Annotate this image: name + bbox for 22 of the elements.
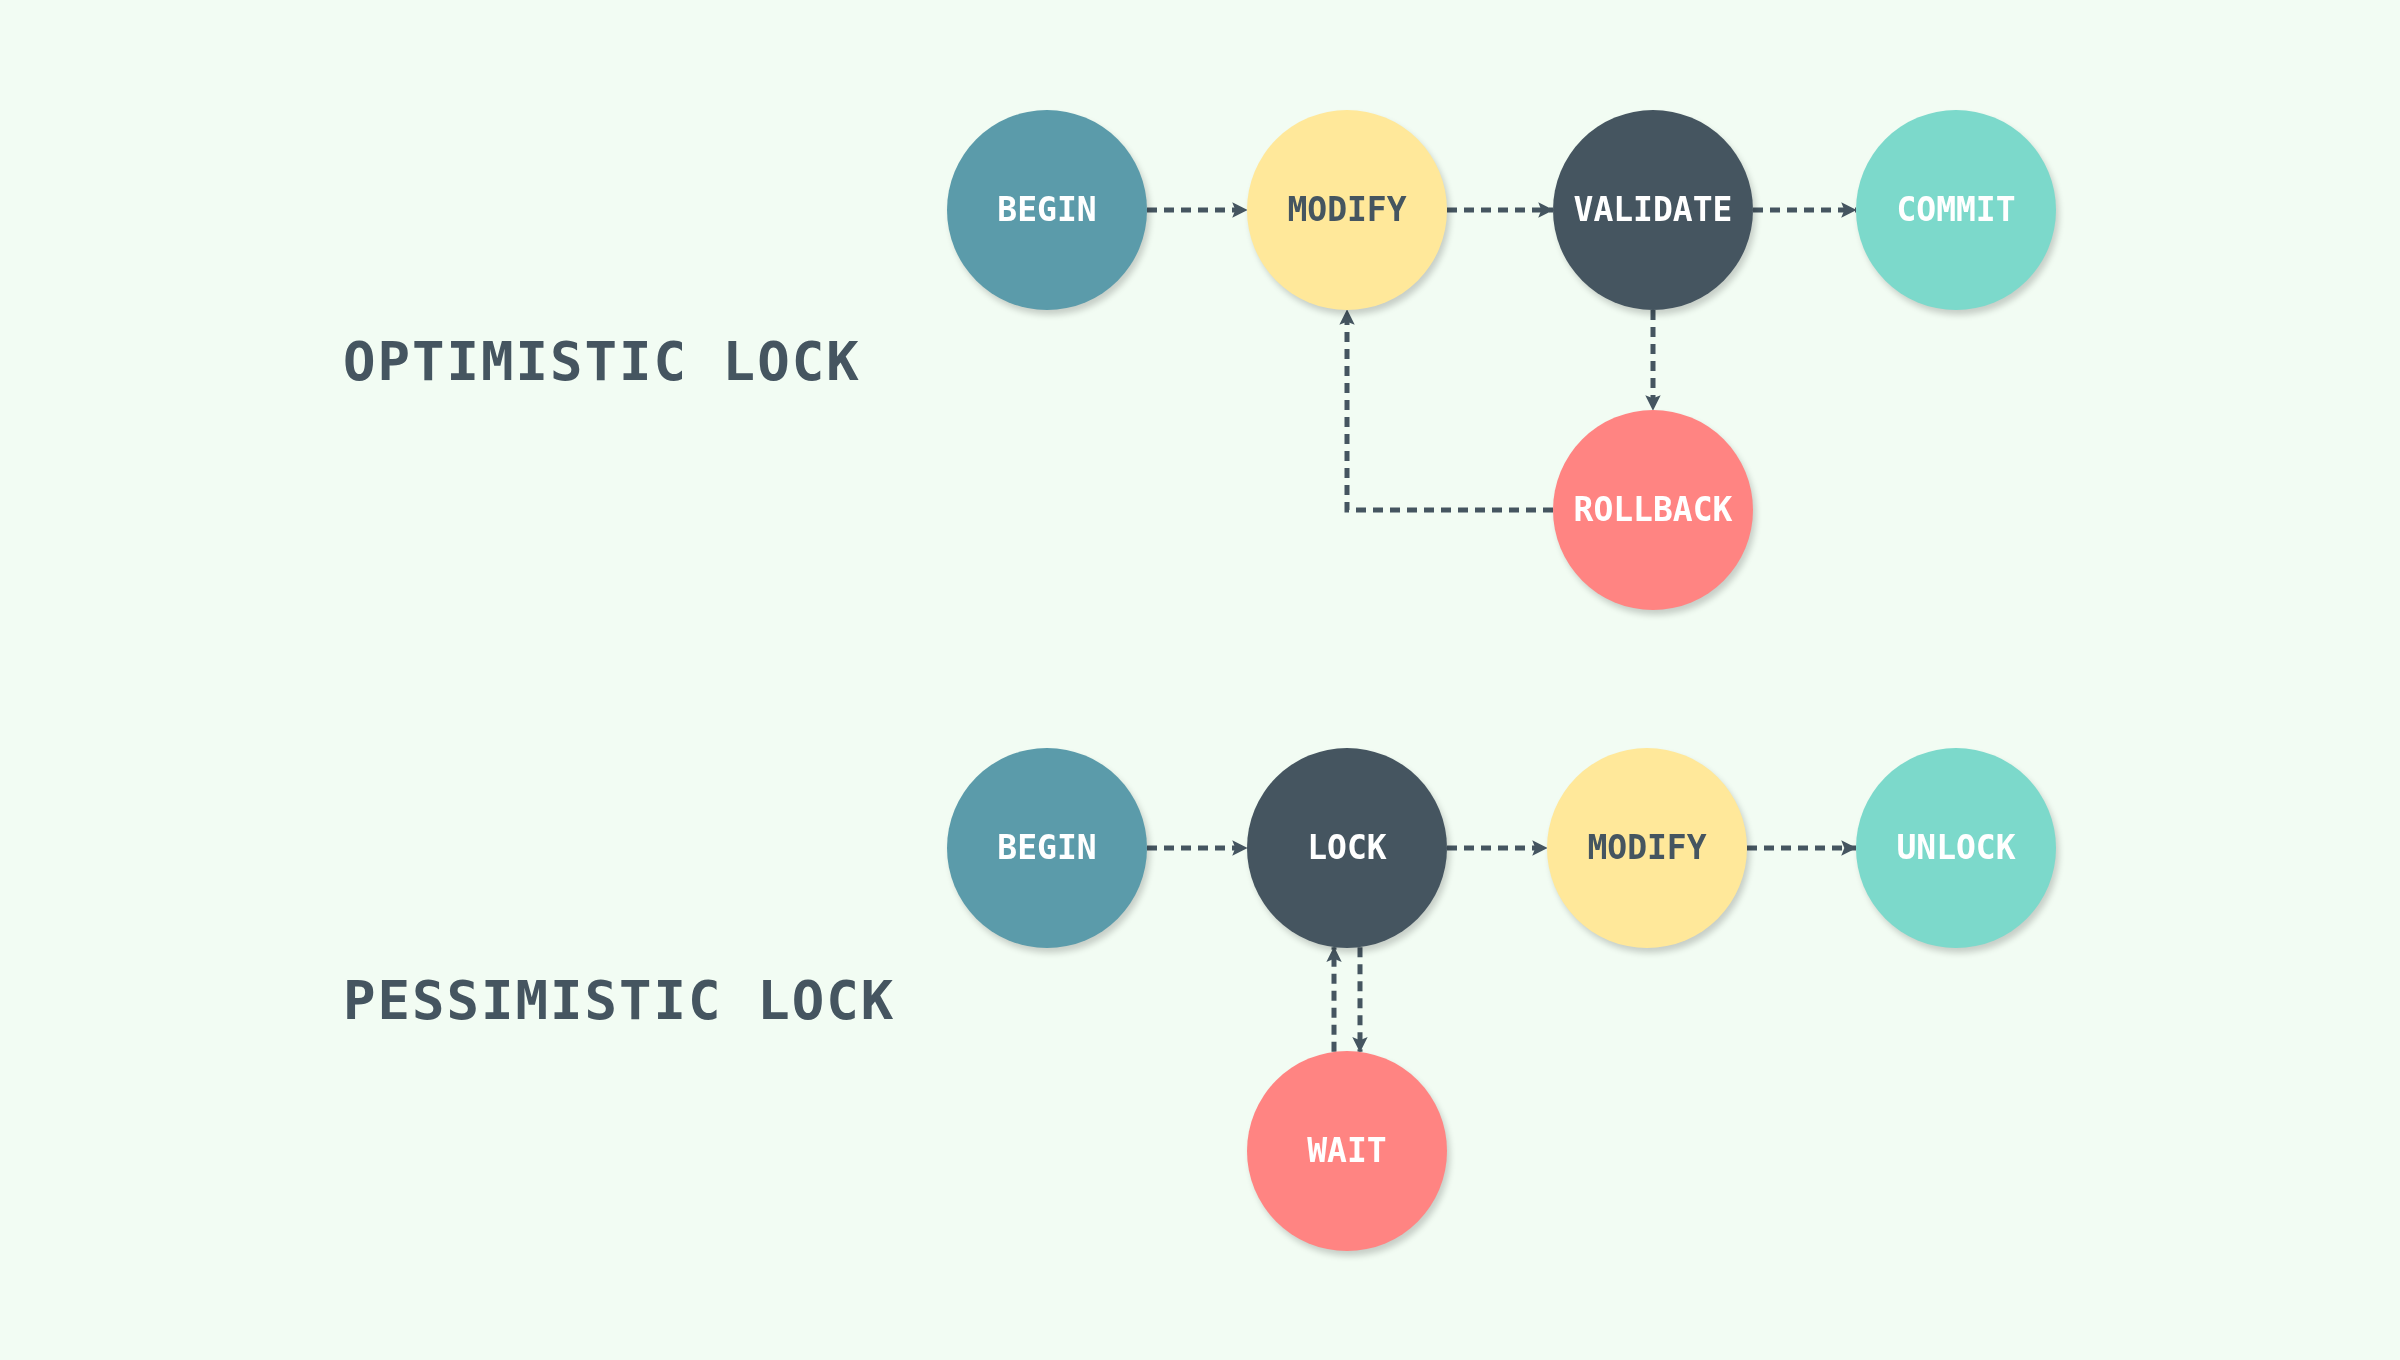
step-label: ROLLBACK xyxy=(1573,489,1733,532)
step-label: BEGIN xyxy=(997,189,1097,232)
section-title: PESSIMISTIC LOCK xyxy=(343,967,896,1034)
dashed-arrow xyxy=(1326,946,1342,1052)
dashed-arrow xyxy=(1753,202,1857,218)
step-label: VALIDATE xyxy=(1573,189,1733,232)
step-label: UNLOCK xyxy=(1896,827,2016,870)
step-label: MODIFY xyxy=(1587,827,1707,870)
dashed-arrow xyxy=(1339,309,1553,513)
step-label: WAIT xyxy=(1307,1130,1387,1173)
step-label: BEGIN xyxy=(997,827,1097,870)
dashed-arrow xyxy=(1352,947,1368,1053)
step-label: MODIFY xyxy=(1287,189,1407,232)
dashed-arrow xyxy=(1747,840,1857,856)
dashed-arrow xyxy=(1147,202,1248,218)
dashed-arrow xyxy=(1447,840,1548,856)
step-label: LOCK xyxy=(1307,827,1387,870)
dashed-arrow xyxy=(1645,310,1661,411)
step-label: COMMIT xyxy=(1896,189,2016,232)
section-title: OPTIMISTIC LOCK xyxy=(343,328,861,395)
dashed-arrow xyxy=(1147,840,1248,856)
dashed-arrow xyxy=(1447,202,1554,218)
